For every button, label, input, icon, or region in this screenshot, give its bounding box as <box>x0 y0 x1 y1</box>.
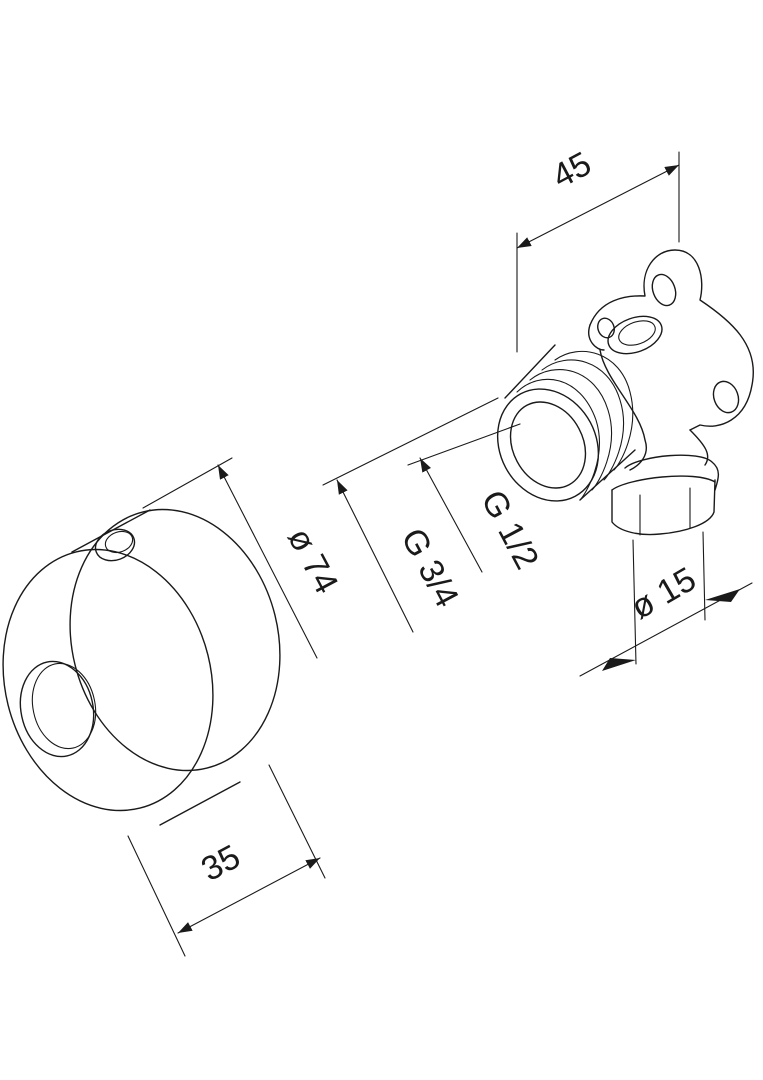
dim-label-diameter-15: ø 15 <box>625 560 703 627</box>
dim-label-35: 35 <box>195 838 246 889</box>
dim-label-45: 45 <box>546 145 597 196</box>
dim-label-g-3-4: G 3/4 <box>393 522 466 613</box>
dim-label-diameter-74: ø 74 <box>280 522 345 600</box>
dimension-lines <box>127 151 753 957</box>
dim-label-g-1-2: G 1/2 <box>473 484 546 575</box>
rosette-cover <box>2 508 281 826</box>
wall-elbow-fitting <box>496 249 754 536</box>
